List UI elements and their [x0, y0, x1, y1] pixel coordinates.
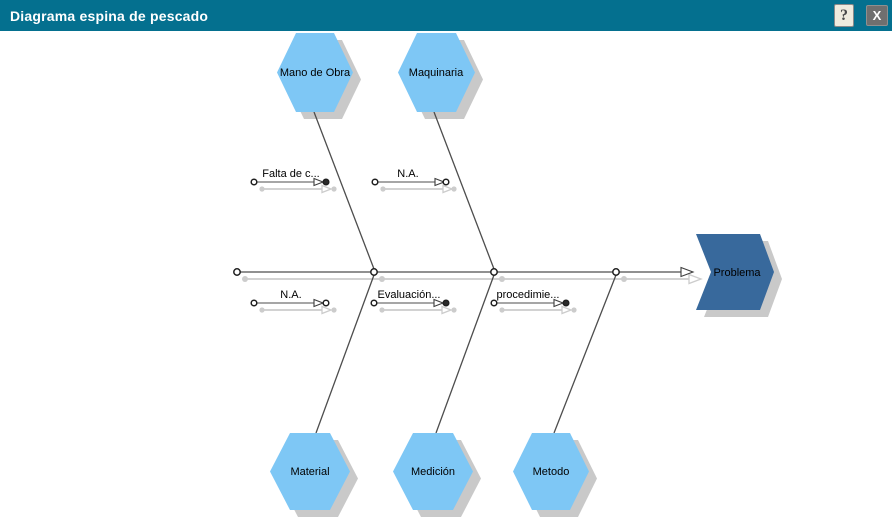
category-label: Metodo	[533, 466, 570, 478]
cause-arrow-falta-de-c[interactable]: Falta de c...	[250, 168, 330, 187]
cause-label: Evaluación...	[378, 289, 441, 301]
branch-line-medicion	[435, 274, 495, 434]
cause-shadow	[259, 305, 337, 315]
category-node-metodo[interactable]: Metodo	[513, 433, 589, 510]
cause-label: N.A.	[397, 168, 418, 180]
spine-start-node[interactable]	[233, 268, 241, 276]
branch-line-maquinaria	[433, 111, 495, 270]
cause-shadow	[499, 305, 577, 315]
problem-node[interactable]: Problema	[696, 234, 774, 310]
cause-shadow	[379, 305, 457, 315]
spine-arrowhead-icon	[680, 266, 695, 278]
spine-junction-node[interactable]	[370, 268, 378, 276]
spine-junction-node[interactable]	[612, 268, 620, 276]
cause-arrowhead-icon	[434, 177, 446, 187]
category-node-maquinaria[interactable]: Maquinaria	[398, 33, 475, 112]
cause-arrow-procedimie[interactable]: procedimie...	[490, 289, 570, 308]
cause-arrow-evaluacion[interactable]: Evaluación...	[370, 289, 450, 308]
chevron-shape	[696, 234, 774, 310]
cause-label: Falta de c...	[262, 168, 319, 180]
category-node-material[interactable]: Material	[270, 433, 350, 510]
cause-label: N.A.	[280, 289, 301, 301]
spine-junction-node[interactable]	[490, 268, 498, 276]
cause-arrowhead-icon	[433, 298, 445, 308]
category-node-medicion[interactable]: Medición	[393, 433, 473, 510]
problem-label: Problema	[713, 267, 761, 279]
cause-arrowhead-icon	[313, 177, 325, 187]
hexagon-shape	[270, 433, 350, 510]
cause-arrow-na-bottom[interactable]: N.A.	[250, 289, 330, 308]
cause-label: procedimie...	[497, 289, 560, 301]
cause-arrow-na-top[interactable]: N.A.	[371, 168, 450, 187]
category-label: Maquinaria	[409, 67, 464, 79]
cause-arrowhead-icon	[313, 298, 325, 308]
category-label: Mano de Obra	[280, 67, 351, 79]
hexagon-shape	[513, 433, 589, 510]
cause-shadow	[259, 184, 337, 194]
category-label: Material	[290, 466, 329, 478]
close-button[interactable]: X	[866, 5, 888, 26]
cause-shadow	[380, 184, 457, 194]
spine[interactable]	[233, 266, 695, 278]
title-bar-buttons: ? X	[834, 0, 888, 31]
title-bar: Diagrama espina de pescado ? X	[0, 0, 892, 31]
category-label: Medición	[411, 466, 455, 478]
help-button[interactable]: ?	[834, 4, 854, 27]
hexagon-shape	[277, 33, 353, 112]
cause-arrowhead-icon	[553, 298, 565, 308]
category-node-mano-de-obra[interactable]: Mano de Obra	[277, 33, 353, 112]
page-title: Diagrama espina de pescado	[10, 7, 209, 24]
branch-line-mano-de-obra	[313, 111, 375, 270]
branch-line-metodo	[553, 274, 617, 434]
hexagon-shape	[398, 33, 475, 112]
branch-line-material	[315, 274, 375, 434]
hexagon-shape	[393, 433, 473, 510]
